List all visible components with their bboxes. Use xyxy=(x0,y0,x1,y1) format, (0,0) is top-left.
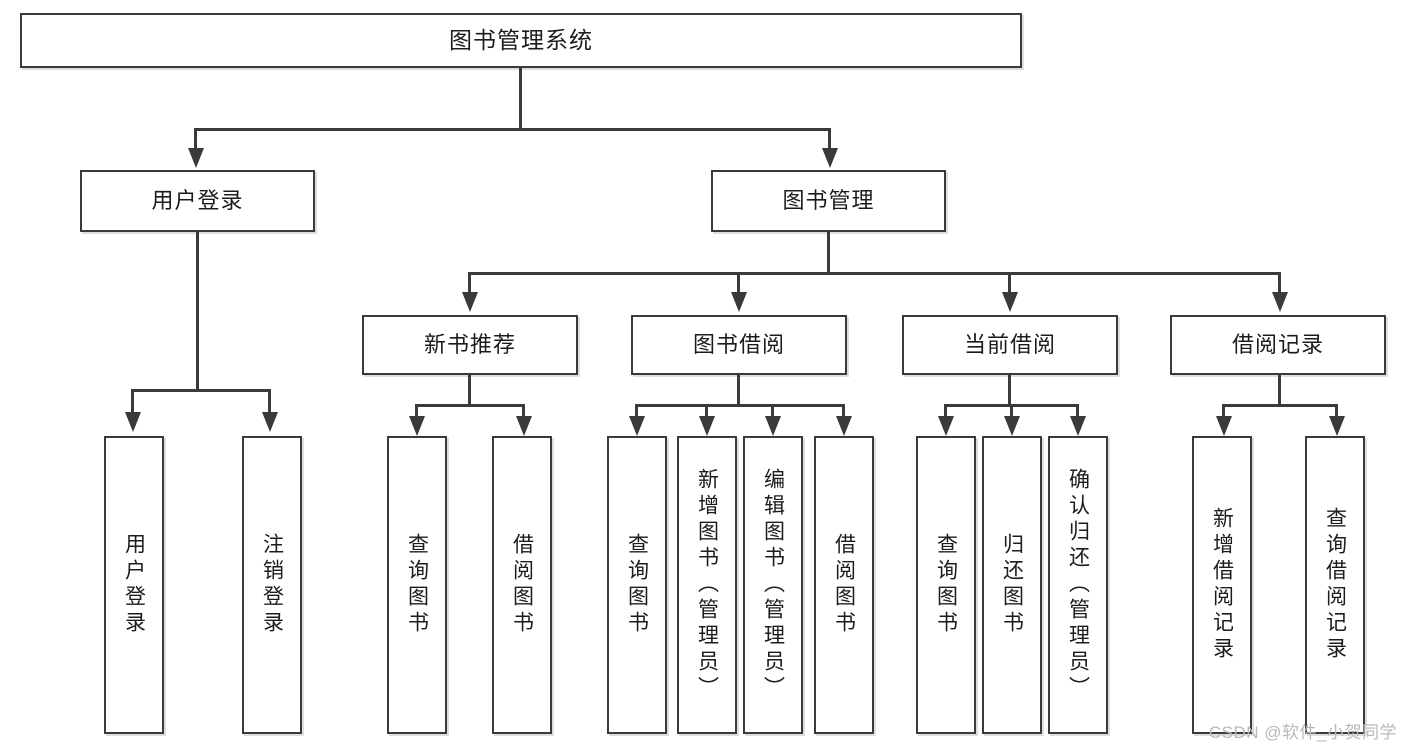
arrow-borrow-record-to-leaf-0 xyxy=(1216,416,1232,436)
arrow-book-borrow-to-leaf-0 xyxy=(629,416,645,436)
node-label: 编辑图书（管理员） xyxy=(761,468,785,702)
connector-current-borrow-to-leaf-2 xyxy=(1076,404,1079,420)
leaf-borrow-record-1[interactable]: 查询借阅记录 xyxy=(1305,436,1365,734)
connector-new-book-bus xyxy=(415,404,525,407)
node-user-login[interactable]: 用户登录 xyxy=(80,170,315,232)
connector-user-login-to-leaf-0 xyxy=(131,389,134,414)
leaf-new-books-1[interactable]: 借阅图书 xyxy=(492,436,552,734)
node-label: 当前借阅 xyxy=(963,332,1056,358)
connector-current-borrow-to-leaf-1 xyxy=(1010,404,1013,420)
node-new-book-recommend[interactable]: 新书推荐 xyxy=(362,315,578,375)
connector-borrow-record-to-leaf-0 xyxy=(1222,404,1225,420)
node-label: 借阅图书 xyxy=(510,533,534,637)
arrow-book-manage-to-l3-2 xyxy=(1002,292,1018,312)
arrow-root-to-book-manage xyxy=(822,148,838,168)
connector-new-book-to-leaf-1 xyxy=(522,404,525,420)
connector-book-manage-bus xyxy=(468,272,1281,275)
arrow-borrow-record-to-leaf-1 xyxy=(1329,416,1345,436)
leaf-book-borrow-0[interactable]: 查询图书 xyxy=(607,436,667,734)
node-label: 图书借阅 xyxy=(692,332,785,358)
leaf-book-borrow-2[interactable]: 编辑图书（管理员） xyxy=(743,436,803,734)
node-label: 查询图书 xyxy=(405,533,429,637)
node-label: 新增借阅记录 xyxy=(1210,507,1234,663)
connector-new-book-stem xyxy=(468,375,471,407)
connector-user-login-to-leaf-1 xyxy=(268,389,271,414)
connector-book-borrow-to-leaf-1 xyxy=(705,404,708,420)
arrow-root-to-user-login xyxy=(188,148,204,168)
connector-book-manage-to-l3-0 xyxy=(468,272,471,294)
connector-borrow-record-to-leaf-1 xyxy=(1335,404,1338,420)
connector-book-borrow-bus xyxy=(635,404,845,407)
connector-user-login-stem xyxy=(196,232,199,392)
node-label: 确认归还（管理员） xyxy=(1066,468,1090,702)
node-label: 图书管理 xyxy=(782,188,875,214)
arrow-current-borrow-to-leaf-2 xyxy=(1070,416,1086,436)
arrow-book-manage-to-l3-1 xyxy=(731,292,747,312)
connector-root-stem xyxy=(519,68,522,130)
node-label: 借阅图书 xyxy=(832,533,856,637)
leaf-current-borrow-0[interactable]: 查询图书 xyxy=(916,436,976,734)
leaf-current-borrow-1[interactable]: 归还图书 xyxy=(982,436,1042,734)
leaf-book-borrow-1[interactable]: 新增图书（管理员） xyxy=(677,436,737,734)
arrow-current-borrow-to-leaf-0 xyxy=(938,416,954,436)
arrow-book-manage-to-l3-3 xyxy=(1272,292,1288,312)
node-book-manage[interactable]: 图书管理 xyxy=(711,170,946,232)
leaf-user-login-0[interactable]: 用户登录 xyxy=(104,436,164,734)
connector-book-manage-to-l3-1 xyxy=(737,272,740,294)
arrow-user-login-to-leaf-1 xyxy=(262,412,278,432)
arrow-book-borrow-to-leaf-3 xyxy=(836,416,852,436)
arrow-new-book-to-leaf-1 xyxy=(516,416,532,436)
node-label: 注销登录 xyxy=(260,533,284,637)
arrow-current-borrow-to-leaf-1 xyxy=(1004,416,1020,436)
node-label: 查询图书 xyxy=(934,533,958,637)
node-label: 用户登录 xyxy=(122,533,146,637)
node-book-borrow[interactable]: 图书借阅 xyxy=(631,315,847,375)
node-label: 归还图书 xyxy=(1000,533,1024,637)
connector-book-borrow-stem xyxy=(737,375,740,407)
connector-book-borrow-to-leaf-3 xyxy=(842,404,845,420)
node-current-borrow[interactable]: 当前借阅 xyxy=(902,315,1118,375)
node-label: 新书推荐 xyxy=(423,332,516,358)
connector-book-manage-stem xyxy=(827,232,830,274)
arrow-book-borrow-to-leaf-1 xyxy=(699,416,715,436)
connector-book-borrow-to-leaf-2 xyxy=(771,404,774,420)
node-label: 新增图书（管理员） xyxy=(695,468,719,702)
connector-user-login-bus xyxy=(131,389,270,392)
arrow-book-manage-to-l3-0 xyxy=(462,292,478,312)
node-label: 借阅记录 xyxy=(1231,332,1324,358)
connector-root-to-book-manage xyxy=(828,128,831,150)
connector-current-borrow-to-leaf-0 xyxy=(944,404,947,420)
arrow-book-borrow-to-leaf-2 xyxy=(765,416,781,436)
connector-root-to-user-login xyxy=(194,128,197,150)
node-root-system[interactable]: 图书管理系统 xyxy=(20,13,1022,68)
connector-book-manage-to-l3-2 xyxy=(1008,272,1011,294)
leaf-user-login-1[interactable]: 注销登录 xyxy=(242,436,302,734)
connector-borrow-record-stem xyxy=(1278,375,1281,407)
connector-current-borrow-stem xyxy=(1008,375,1011,407)
connector-book-manage-to-l3-3 xyxy=(1278,272,1281,294)
node-label: 查询图书 xyxy=(625,533,649,637)
arrow-user-login-to-leaf-0 xyxy=(125,412,141,432)
connector-book-borrow-to-leaf-0 xyxy=(635,404,638,420)
node-label: 查询借阅记录 xyxy=(1323,507,1347,663)
leaf-new-books-0[interactable]: 查询图书 xyxy=(387,436,447,734)
connector-new-book-to-leaf-0 xyxy=(415,404,418,420)
node-label: 用户登录 xyxy=(151,188,244,214)
leaf-borrow-record-0[interactable]: 新增借阅记录 xyxy=(1192,436,1252,734)
connector-root-bus xyxy=(194,128,831,131)
node-label: 图书管理系统 xyxy=(449,27,593,54)
arrow-new-book-to-leaf-0 xyxy=(409,416,425,436)
node-borrow-record[interactable]: 借阅记录 xyxy=(1170,315,1386,375)
leaf-current-borrow-2[interactable]: 确认归还（管理员） xyxy=(1048,436,1108,734)
leaf-book-borrow-3[interactable]: 借阅图书 xyxy=(814,436,874,734)
connector-borrow-record-bus xyxy=(1222,404,1338,407)
